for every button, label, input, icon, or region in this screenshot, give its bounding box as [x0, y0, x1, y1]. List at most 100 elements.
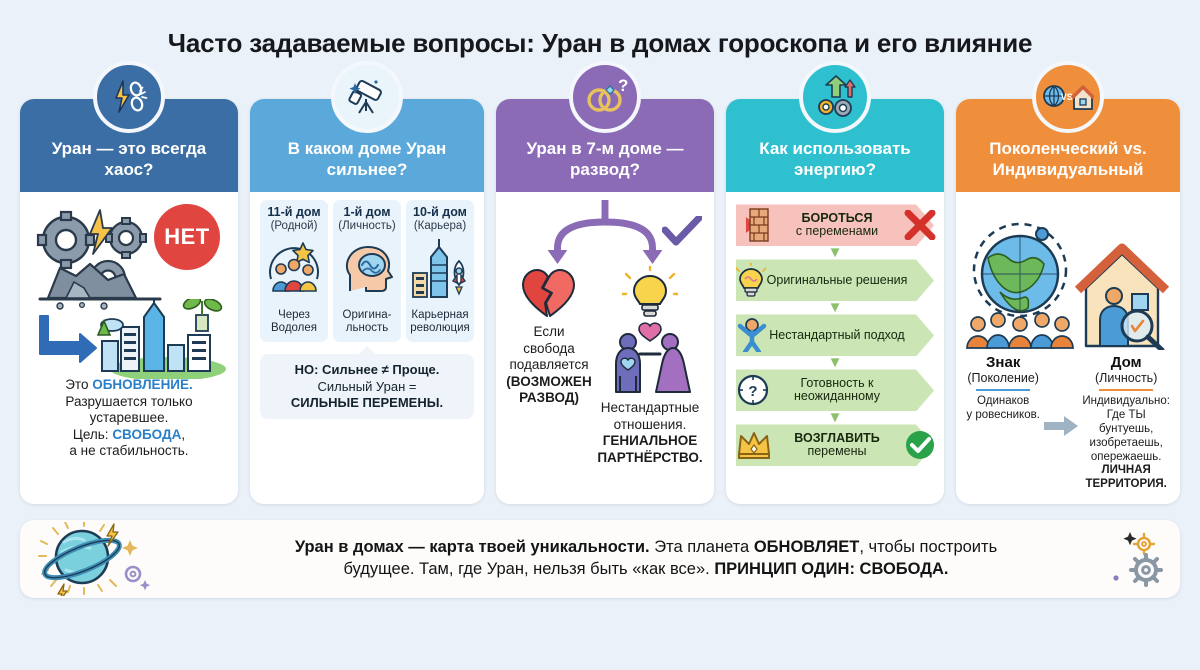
compare-sub: (Поколение) [967, 371, 1039, 386]
svg-text:?: ? [618, 76, 628, 95]
caption-part: Это [65, 377, 93, 393]
house-title: 1-й дом [343, 205, 391, 220]
chevron-text: Оригинальные решения [766, 272, 908, 287]
energy-row: ? Готовность к неожиданному [736, 369, 934, 411]
right-arrow-icon [1044, 410, 1079, 437]
houses-columns: 11-й дом (Родной) [260, 200, 474, 343]
caption-part: , [181, 426, 186, 442]
house-column: 10-й дом (Карьера) [406, 200, 474, 343]
card-generation-title: Поколенческий vs. Индивидуальный [989, 139, 1147, 179]
houses-note: НО: Сильнее ≠ Проще. Сильный Уран = СИЛЬ… [260, 354, 474, 420]
compare-text: Одинаков [977, 395, 1030, 408]
person-arms-up-icon [737, 318, 767, 353]
note-line: СИЛЬНЫЕ ПЕРЕМЕНЫ. [290, 394, 444, 410]
compare-text: у ровесников. [966, 409, 1040, 422]
card-energy-title: Как использовать энергию? [759, 139, 911, 179]
card-generation: VS. Поколенческий vs. Индивидуальный [956, 61, 1180, 504]
card-houses: В каком доме Уран сильнее? 11-й дом (Род… [250, 61, 484, 504]
card-divorce-body: Если свобода подавляется (ВОЗМОЖЕН РАЗВО… [496, 192, 714, 504]
footer-gears-icon [1113, 532, 1163, 587]
energy-chevron: Нестандартный подход [736, 314, 934, 356]
text-line: Если свобода [523, 324, 575, 356]
footer-bold: ПРИНЦИП ОДИН: СВОБОДА. [714, 560, 949, 578]
card-divorce-title: Уран в 7-м доме — развод? [526, 139, 684, 179]
green-check-icon [906, 431, 934, 460]
page-title: Часто задаваемые вопросы: Уран в домах г… [167, 28, 1033, 58]
card-energy: Как использовать энергию? БОРОТЬСЯ [726, 61, 944, 504]
crown-icon [738, 432, 770, 460]
text-line: Нестандартные [600, 400, 700, 416]
house-title: 11-й дом [267, 205, 321, 220]
footer-banner: Уран в домах — карта твоей уникальности.… [20, 520, 1180, 598]
house-person-magnifier-icon [1074, 243, 1170, 351]
lightning-broken-chain-icon [93, 61, 165, 133]
house-column: 1-й дом (Личность) Оригина-льность [333, 200, 401, 343]
no-badge: НЕТ [154, 204, 220, 271]
clock-question-icon: ? [737, 375, 769, 406]
card-generation-body: Знак (Поколение) Одинаков у ровесников. … [956, 192, 1180, 504]
caption-part: а не стабильность. [69, 443, 189, 459]
flow-arrow-down-icon: ▼ [827, 244, 843, 262]
branch-right: Нестандартные отношения. ГЕНИАЛЬНОЕ ПАРТ… [596, 266, 704, 466]
footer-text: Уран в домах — карта твоей уникальности.… [150, 537, 1162, 581]
branch-left: Если свобода подавляется (ВОЗМОЖЕН РАЗВО… [506, 266, 592, 466]
energy-chevron: Готовность к неожиданному [736, 369, 934, 411]
green-city-icon [96, 299, 226, 380]
red-x-icon [904, 210, 936, 241]
text-line: (ВОЗМОЖЕН [506, 373, 592, 389]
wedding-rings-question-icon: ? [569, 61, 641, 133]
chevron-text: Нестандартный подход [769, 327, 905, 342]
divider [976, 389, 1031, 392]
house-sub: (Карьера) [413, 220, 467, 233]
globe-crowd-icon [966, 223, 1074, 350]
compare-text: Индивидуально: [1082, 395, 1170, 408]
brick-wall-icon [736, 208, 769, 243]
head-brain-icon [336, 233, 398, 307]
arrow-down-right-icon [39, 315, 97, 364]
chevron-text: Готовность к неожиданному [794, 375, 880, 404]
globe-vs-house-icon: VS. [1032, 61, 1104, 133]
card-chaos-caption: Это ОБНОВЛЕНИЕ. Разрушается только устар… [30, 377, 228, 459]
gears-rubble-icon [36, 209, 162, 311]
divorce-two-branches: Если свобода подавляется (ВОЗМОЖЕН РАЗВО… [506, 266, 704, 466]
chevron-bold: ВОЗГЛАВИТЬ [794, 430, 880, 445]
purple-check-icon [662, 216, 702, 246]
energy-row: Оригинальные решения [736, 259, 934, 301]
compare-title: Дом [1110, 354, 1142, 372]
compare-text: изобретаешь, [1089, 436, 1163, 449]
planet-uranus-icon [38, 522, 150, 596]
caption-part: Цель: [72, 426, 113, 442]
text-line: ГЕНИАЛЬНОЕ [602, 433, 698, 449]
text-line: подавляется [509, 357, 589, 373]
svg-text:VS.: VS. [1061, 92, 1076, 102]
card-divorce: ? Уран в 7-м доме — развод? [496, 61, 714, 504]
text-line: РАЗВОД) [519, 390, 579, 406]
lightbulb-icon [622, 266, 678, 318]
generation-left: Знак (Поколение) Одинаков у ровесников. [966, 354, 1040, 423]
branch-arrows [506, 200, 704, 266]
house-bottom: Оригина-льность [342, 308, 392, 335]
house-bottom: Карьерная революция [410, 308, 470, 335]
compare-text: Где ТЫ бунтуешь, [1099, 409, 1154, 436]
caption-accent: ОБНОВЛЕНИЕ. [92, 377, 193, 393]
house-bottom: Через Водолея [271, 308, 317, 335]
text-line: отношения. [613, 416, 687, 432]
house-title: 10-й дом [413, 205, 467, 220]
lightbulb-brain-icon [736, 263, 766, 298]
generation-compare: Знак (Поколение) Одинаков у ровесников. … [966, 354, 1170, 492]
card-chaos-body: НЕТ [20, 192, 238, 504]
card-energy-header: Как использовать энергию? [726, 99, 944, 193]
telescope-icon [331, 61, 403, 133]
divider [1099, 389, 1154, 392]
energy-row: Нестандартный подход [736, 314, 934, 356]
flow-arrow-down-icon: ▼ [827, 299, 843, 317]
caption-part: Разрушается только [65, 393, 193, 409]
cards-row: Уран — это всегда хаос? [0, 61, 1200, 504]
caption-part: устаревшее. [89, 410, 169, 426]
chevron-text: с переменами [795, 224, 879, 239]
card-chaos: Уран — это всегда хаос? [20, 61, 238, 504]
compare-text: ЛИЧНАЯ [1101, 464, 1151, 477]
